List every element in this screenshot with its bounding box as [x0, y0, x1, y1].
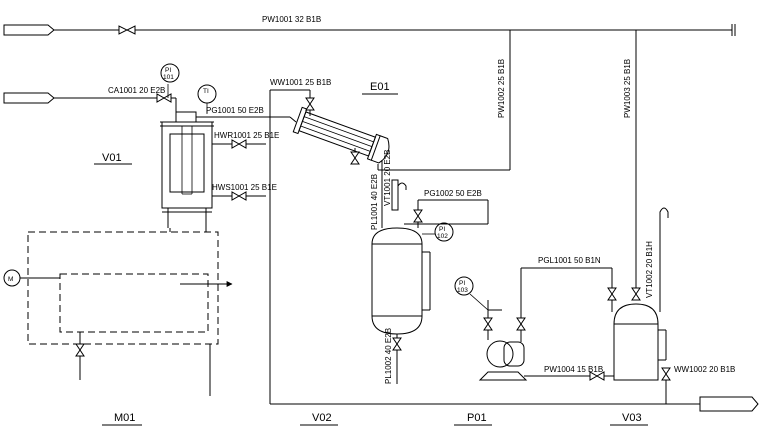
m01-dryer: M M01	[3, 228, 233, 426]
valve-icon	[589, 371, 605, 381]
pi103-type: PI	[459, 280, 465, 287]
hwr1001-label: HWR1001 25 B1E	[214, 131, 279, 140]
valve-icon	[75, 343, 85, 357]
e01-to-v02: PL1001 40 E2B VT1001 20 E2B	[350, 148, 407, 230]
ww1001-label: WW1001 25 B1B	[270, 78, 331, 87]
v02-tag: V02	[312, 412, 332, 424]
pgl1001-label: PGL1001 50 B1N	[538, 256, 601, 265]
v03-vessel: WW1002 20 B1B V03	[610, 303, 735, 426]
pw1004-line: PW1004 15 B1B	[524, 365, 614, 381]
v02-vessel: PL1002 40 E2B V02	[300, 227, 431, 426]
valve-icon	[350, 151, 360, 165]
valve-icon	[516, 323, 526, 331]
return-line	[270, 380, 759, 412]
motor-symbol: M	[8, 276, 13, 283]
vt1001-label: VT1001 20 E2B	[383, 150, 392, 206]
v03-tag: V03	[622, 412, 642, 424]
e01-tag: E01	[370, 81, 390, 93]
pw1002-label: PW1002 25 B1B	[497, 59, 506, 118]
valve-icon	[392, 337, 402, 351]
v01-vessel: V01	[94, 111, 214, 228]
ti101-instrument: TI	[197, 84, 217, 114]
offpage-connector-icon	[699, 396, 759, 412]
motor-circle-icon	[3, 269, 21, 287]
valve-icon	[305, 97, 315, 111]
pg1002-label: PG1002 50 E2B	[424, 189, 482, 198]
valve-icon	[661, 367, 671, 381]
ww1002-label: WW1002 20 B1B	[674, 365, 735, 374]
pi103-num: 103	[457, 287, 468, 294]
pg1001-label: PG1001 50 E2B	[206, 106, 264, 115]
pw1003-branch: PW1003 25 B1B VT1002 20 B1H	[623, 30, 669, 312]
offpage-connector-icon	[3, 24, 55, 36]
valve-icon	[413, 209, 423, 223]
vt1002-label: VT1002 20 B1H	[645, 241, 654, 298]
hws1001-label: HWS1001 25 B1E	[212, 183, 277, 192]
p01-pump: P01	[454, 296, 528, 426]
valve-icon	[607, 287, 617, 301]
valve-icon	[231, 139, 247, 149]
v01-tag: V01	[102, 152, 122, 164]
pi103-instrument: PI 103	[454, 276, 489, 311]
pw1003-label: PW1003 25 B1B	[623, 59, 632, 118]
pl1001-label: PL1001 40 E2B	[370, 174, 379, 230]
valve-icon	[231, 191, 247, 201]
hws1001-line: HWS1001 25 B1E	[212, 183, 277, 201]
valve-icon	[516, 317, 526, 325]
hwr1001-line: HWR1001 25 B1E	[212, 131, 279, 149]
pi101-instrument: PI 101	[160, 63, 180, 98]
pg1002-line: PG1002 50 E2B	[404, 189, 489, 228]
e01-exchanger: E01	[292, 81, 398, 164]
pg1001-line: PG1001 50 E2B	[196, 106, 297, 123]
ww1001-line: WW1001 25 B1B	[269, 78, 331, 404]
valve-icon	[483, 317, 493, 325]
valve-icon	[631, 287, 641, 301]
pi102-num: 102	[437, 233, 448, 240]
pw1001-label: PW1001 32 B1B	[262, 15, 321, 24]
pgl1001-line: PGL1001 50 B1N	[520, 256, 617, 312]
pi101-num: 101	[163, 74, 174, 81]
pi102-instrument: PI 102	[422, 222, 454, 242]
pw1004-label: PW1004 15 B1B	[544, 365, 603, 374]
m01-tag: M01	[114, 412, 135, 424]
ca1001-line: CA1001 20 E2B	[3, 86, 177, 112]
ti-type: TI	[203, 88, 209, 95]
pi102-type: PI	[439, 226, 445, 233]
pl1002-label: PL1002 40 E2B	[384, 328, 393, 384]
pw1001-header: PW1001 32 B1B	[3, 15, 736, 36]
p01-tag: P01	[467, 412, 487, 424]
pi101-type: PI	[165, 67, 171, 74]
pw1002-branch: PW1002 25 B1B	[378, 30, 511, 171]
valve-icon	[156, 93, 172, 103]
offpage-connector-icon	[3, 92, 55, 104]
ca1001-label: CA1001 20 E2B	[108, 86, 165, 95]
valve-icon	[118, 25, 136, 35]
valve-icon	[483, 323, 493, 331]
